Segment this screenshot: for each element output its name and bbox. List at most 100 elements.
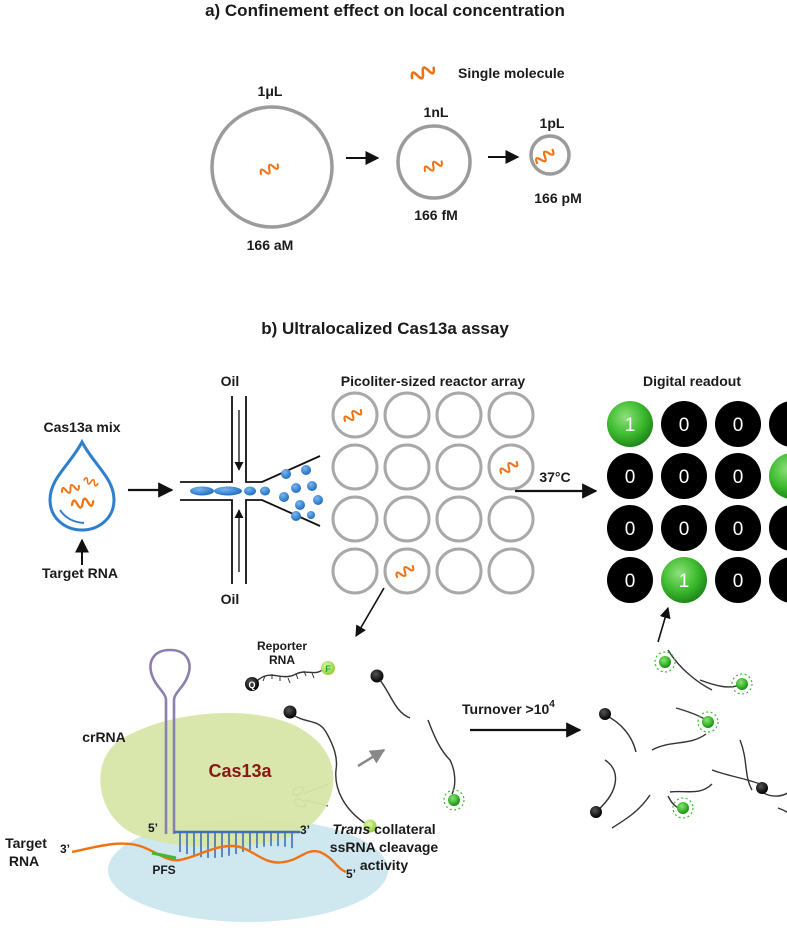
reactor-well (383, 391, 431, 439)
activated-fluorophore (659, 656, 671, 668)
quencher-bead (590, 806, 602, 818)
cleaved-fragment (777, 807, 787, 813)
crrna-target-duplex (179, 832, 293, 858)
compartment-1nl (396, 124, 472, 200)
readout-negative (607, 557, 653, 603)
reactor-well (487, 443, 535, 491)
reactor-well (435, 391, 483, 439)
reactor-well (383, 495, 431, 543)
quencher-bead (599, 708, 611, 720)
compartment-1ul (210, 105, 334, 229)
fluorescence-glow (697, 711, 719, 733)
digital-readout-grid: 1000000100000100 (607, 401, 787, 603)
fluorescence-glow (672, 797, 694, 819)
panel-b-title: b) Ultralocalized Cas13a assay (261, 319, 509, 338)
readout-title: Digital readout (643, 373, 741, 389)
oil-label-bottom: Oil (221, 591, 240, 607)
molecule-1ul (258, 160, 281, 179)
reactor-well (383, 443, 431, 491)
crrna-five-prime: 5’ (148, 821, 158, 835)
cleaved-fragment (667, 649, 713, 691)
arrow-array-to-reaction (355, 587, 385, 637)
reactor-well (331, 443, 379, 491)
activity-line-3: activity (360, 857, 408, 873)
readout-negative (661, 453, 707, 499)
reactor-well (383, 547, 431, 595)
cleaved-fragment (611, 794, 651, 829)
quencher-bead-2 (283, 705, 297, 719)
reactor-well (435, 547, 483, 595)
pfs-label: PFS (152, 863, 175, 877)
readout-digit: 0 (679, 415, 690, 436)
target-rna-strand (71, 842, 347, 874)
quencher-bead (245, 677, 259, 691)
readout-digit: 0 (733, 571, 744, 592)
target-label-line1: Target (5, 835, 47, 851)
crrna-label: crRNA (82, 729, 126, 745)
readout-negative (661, 505, 707, 551)
fragment-2 (427, 719, 456, 795)
readout-negative (661, 401, 707, 447)
legend-label: Single molecule (458, 65, 565, 81)
readout-digit: 0 (625, 571, 636, 592)
cleavage-arrow (357, 748, 386, 768)
concentration-label-2: 166 fM (414, 207, 458, 223)
fragment-1 (379, 679, 411, 719)
volume-label-2: 1nL (424, 104, 449, 120)
molecule-1nl (422, 157, 445, 176)
cleaved-fragment (597, 759, 617, 811)
activated-fluorophore (736, 678, 748, 690)
readout-negative (607, 453, 653, 499)
reporter-rna-strand (256, 669, 323, 682)
target-label-line2: RNA (9, 853, 39, 869)
compartment-1pl (529, 134, 571, 176)
readout-negative (769, 557, 787, 603)
quencher-bead (756, 782, 768, 794)
cleaved-fragment (651, 733, 707, 751)
single-molecule-icon (408, 62, 437, 84)
molecule-1pl (533, 145, 557, 168)
array-title: Picoliter-sized reactor array (341, 373, 526, 389)
readout-negative (715, 505, 761, 551)
readout-digit: 0 (679, 519, 690, 540)
cleaved-fragment (711, 769, 761, 785)
cleaved-fragment (699, 679, 743, 688)
volume-label-3: 1pL (540, 115, 565, 131)
green-fluor-1 (443, 789, 465, 811)
cleaved-fragment (604, 714, 637, 753)
cleaved-fragment (675, 707, 707, 721)
oil-label-top: Oil (221, 373, 240, 389)
reporter-label-line1: Reporter (257, 639, 307, 653)
cas13a-mix-label: Cas13a mix (43, 419, 120, 435)
fluorophore-letter: F (325, 664, 331, 674)
concentration-label-1: 166 aM (247, 237, 294, 253)
activated-fluorophore (702, 716, 714, 728)
fluorophore-bead-2 (363, 819, 377, 833)
reporter-label-line2: RNA (269, 653, 295, 667)
cleaved-fragment (669, 783, 713, 793)
cas13a-protein (100, 712, 334, 847)
reporter-being-cleaved (291, 713, 367, 825)
turnover-label: Turnover >104 (462, 699, 555, 717)
readout-digit: 0 (733, 467, 744, 488)
activity-line-1: Trans collateral (332, 821, 435, 837)
readout-negative (715, 401, 761, 447)
arrow-to-readout (657, 606, 671, 643)
readout-positive (769, 453, 787, 499)
readout-digit: 0 (625, 467, 636, 488)
readout-negative (715, 453, 761, 499)
readout-digit: 1 (679, 571, 690, 592)
target-five-prime: 5’ (346, 867, 356, 881)
reactor-well (435, 495, 483, 543)
pfs-segment (151, 851, 177, 860)
crrna-hairpin (149, 648, 191, 834)
readout-negative (607, 505, 653, 551)
readout-negative (769, 505, 787, 551)
cleaved-reporter-cluster (590, 649, 787, 829)
readout-digit: 0 (733, 519, 744, 540)
reactor-well (331, 391, 379, 439)
reactor-well (435, 443, 483, 491)
readout-negative (715, 557, 761, 603)
cas13a-label: Cas13a (208, 761, 272, 781)
